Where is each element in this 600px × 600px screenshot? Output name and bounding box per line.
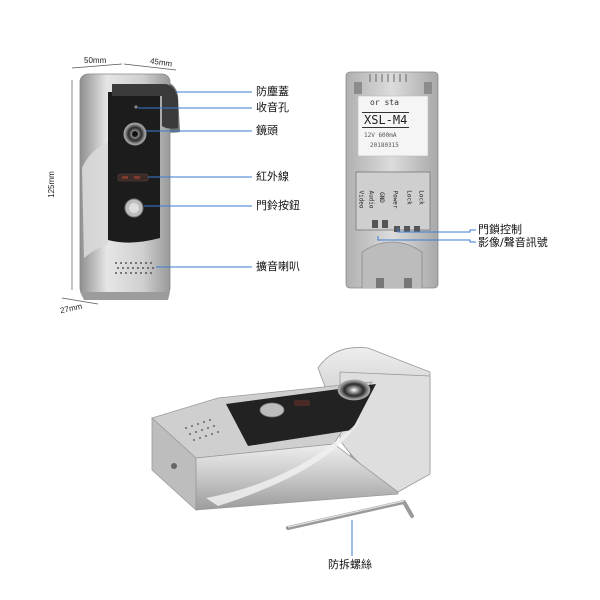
front-trim: [82, 142, 108, 258]
front-callout-lines: [138, 91, 252, 268]
infrared-led: [134, 176, 140, 179]
label-anti-tamper-screw: 防拆螺絲: [328, 558, 372, 571]
back-arch: [361, 241, 423, 288]
tamper-screw-hole: [171, 463, 177, 469]
allen-key-highlight: [287, 500, 405, 528]
label-dust-cover: 防塵蓋: [256, 85, 289, 98]
lens-center: [132, 131, 138, 137]
allen-key: [286, 500, 414, 530]
back-tab-left: [354, 82, 362, 94]
back-view: [345, 71, 439, 289]
label-doorbell-button: 門鈴按鈕: [256, 199, 300, 212]
label-infrared: 紅外線: [256, 170, 289, 183]
mic-hole: [134, 105, 138, 109]
terminal-screws: [372, 220, 420, 232]
dimension-lines: [61, 63, 177, 305]
terminal-label: GND: [377, 192, 385, 203]
terminal-block: [355, 171, 431, 231]
back-tab-right: [424, 82, 432, 94]
back-ribs: [369, 74, 407, 82]
dim-width: 50mm: [84, 56, 107, 65]
label-lens: 鏡頭: [256, 124, 278, 137]
back-label-line-1: 12V 600mA: [364, 132, 397, 139]
doorbell-button-face: [129, 203, 139, 213]
infrared-led: [122, 176, 128, 179]
front-view: [61, 63, 180, 305]
front-black-panel: [108, 92, 160, 243]
back-callout-lines: [377, 228, 476, 243]
back-label-top-text: or sta: [370, 98, 399, 107]
angled-swoosh: [206, 420, 360, 506]
label-speaker: 擴音喇叭: [256, 260, 300, 273]
angled-black-panel: [226, 384, 376, 446]
label-microphone: 收音孔: [256, 101, 289, 114]
back-label-model: XSL-M4: [362, 112, 410, 128]
back-foot-right: [404, 278, 412, 288]
terminal-label: Lock: [417, 190, 425, 205]
label-lock-control: 門鎖控制: [478, 223, 522, 236]
terminal-label: Video: [357, 190, 365, 209]
speaker-grille: [115, 262, 154, 274]
angled-button: [259, 402, 285, 418]
back-label-line-2: 20180315: [370, 142, 399, 149]
terminal-label: Lock: [405, 190, 413, 205]
angled-view: [151, 347, 431, 530]
dust-cover: [112, 84, 178, 129]
dim-height: 125mm: [46, 171, 56, 198]
label-video-audio: 影像/聲音訊號: [478, 236, 548, 249]
angled-speaker-grille: [185, 419, 219, 441]
terminal-label: Audio: [367, 190, 375, 209]
terminal-label: Power: [391, 190, 399, 209]
back-foot-left: [376, 278, 384, 288]
bottom-face: [80, 292, 170, 300]
back-label: [357, 95, 429, 157]
angled-lens: [337, 379, 371, 401]
angled-infrared: [294, 400, 310, 406]
